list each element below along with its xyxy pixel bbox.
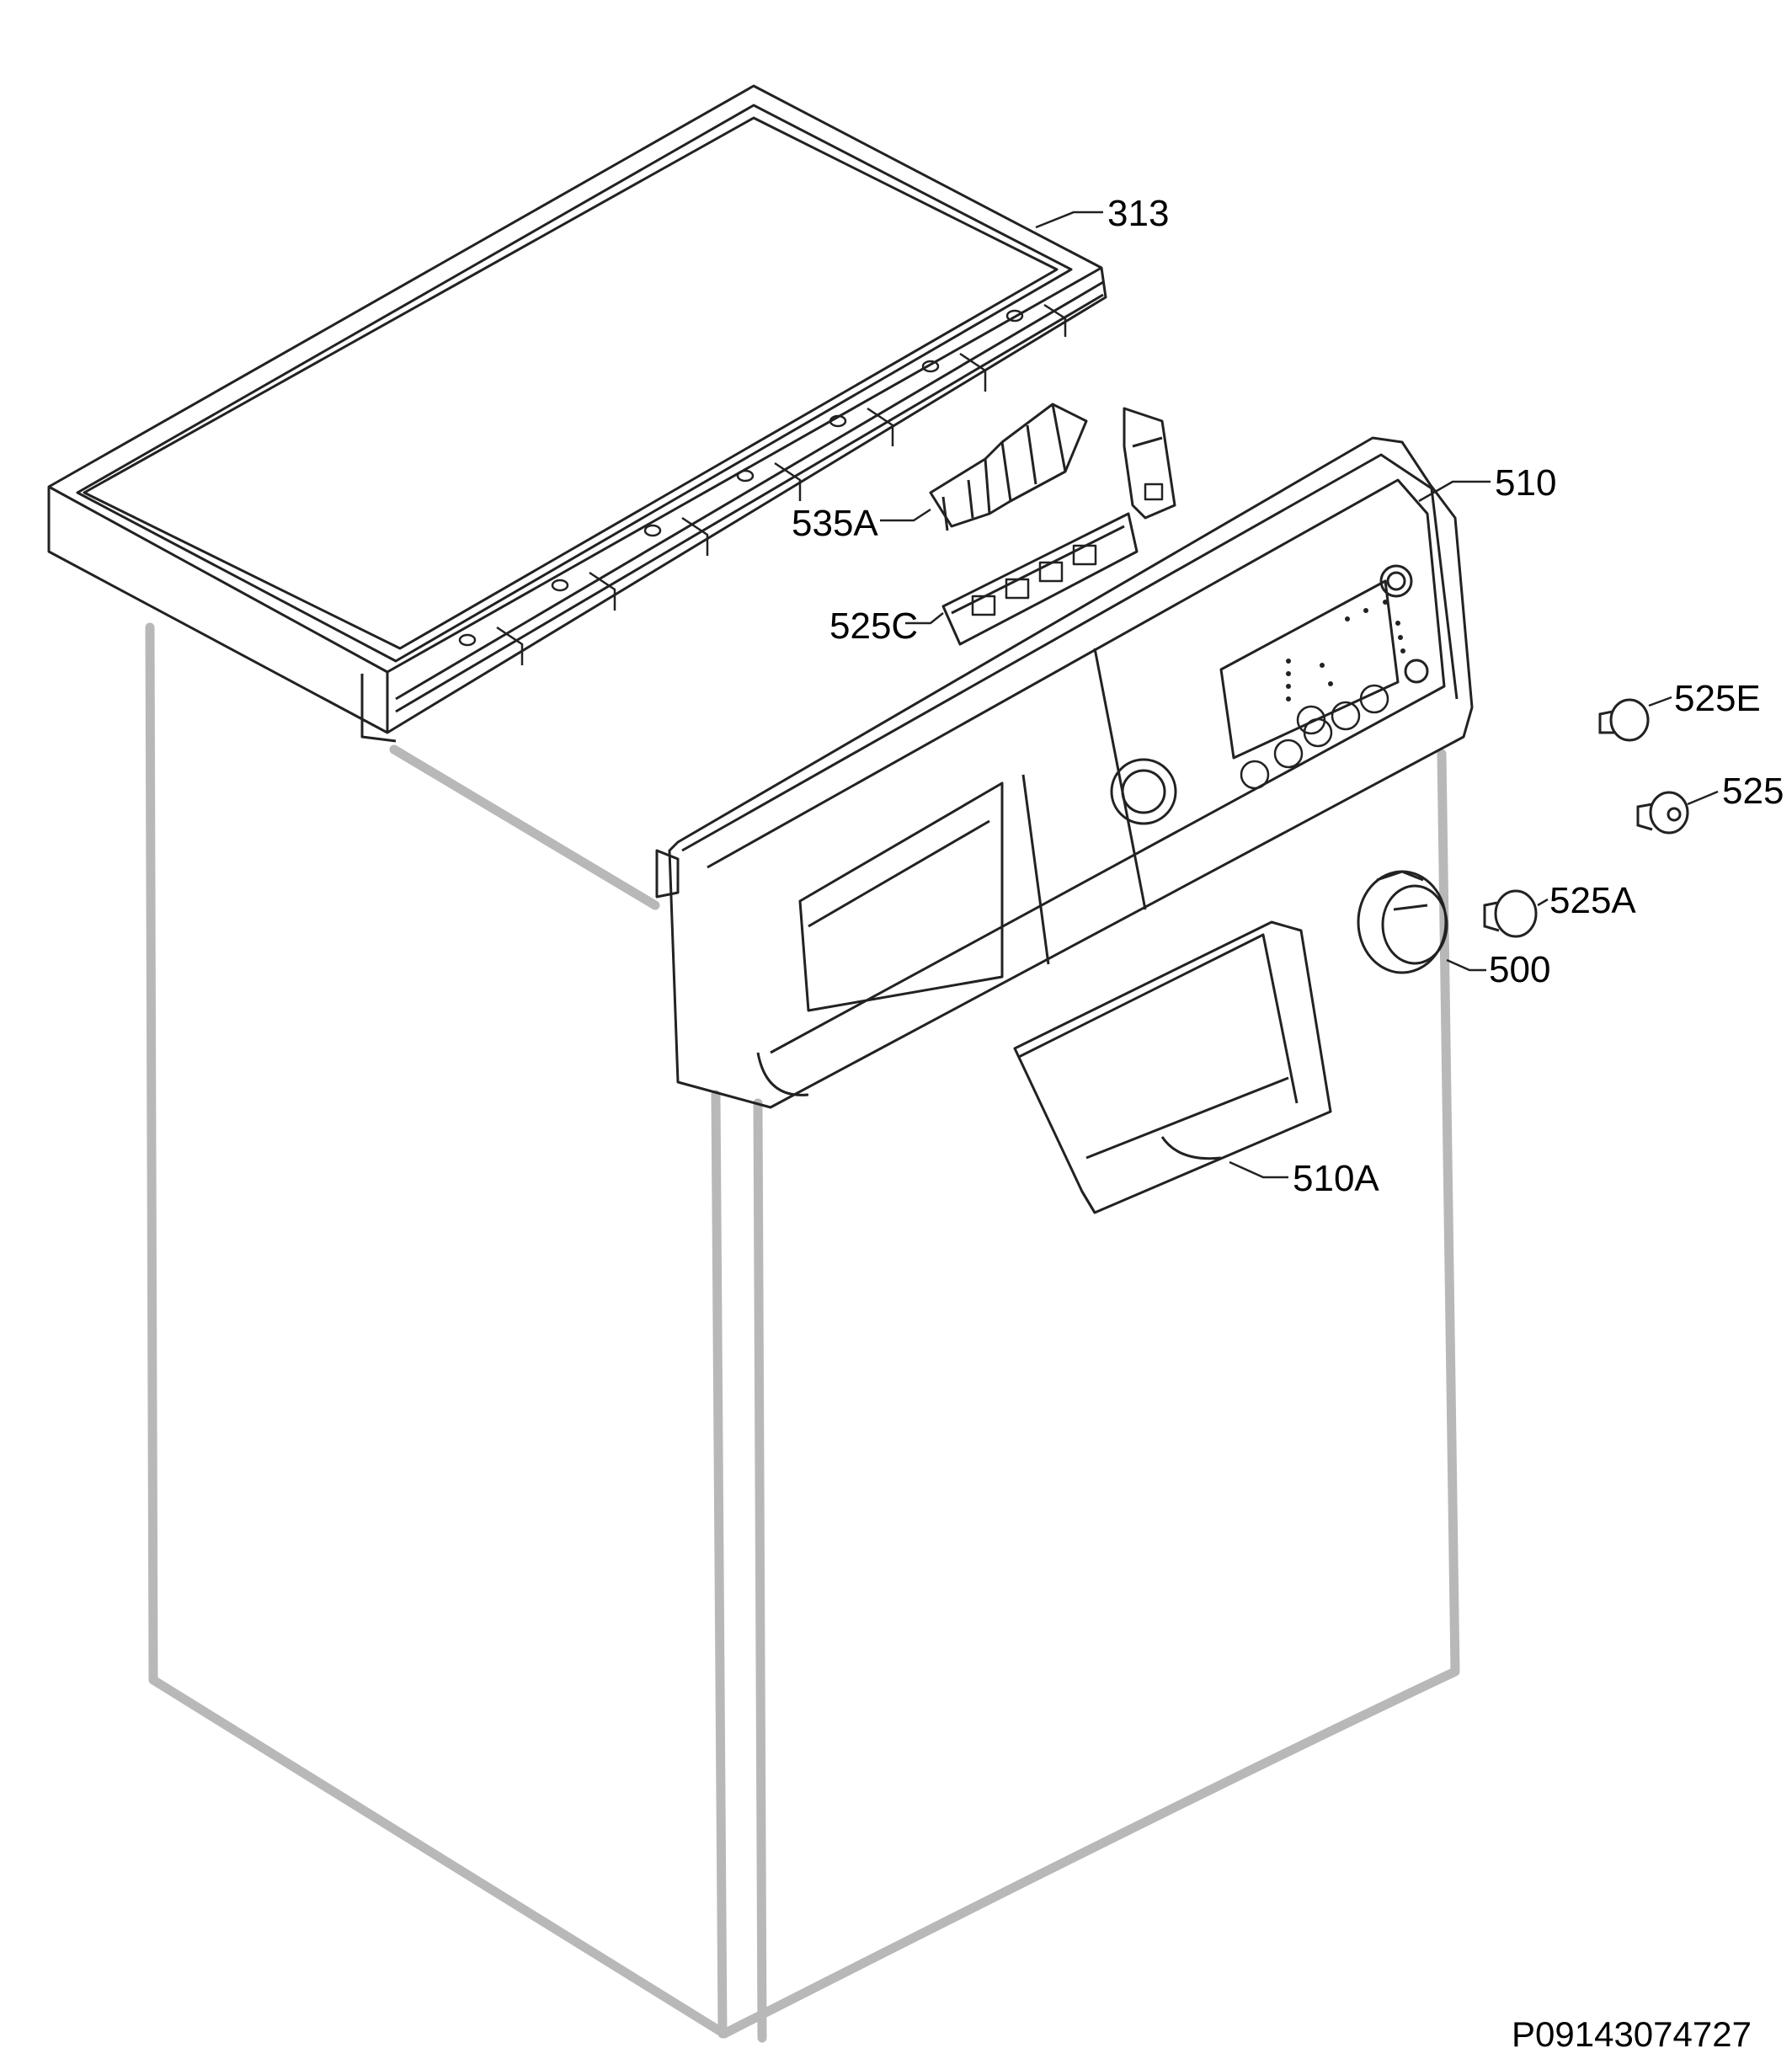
control-panel	[655, 436, 1474, 1109]
push-button-525E	[1598, 698, 1650, 742]
switch-holder	[941, 407, 1176, 646]
dispenser-handle	[1013, 920, 1332, 1214]
label-525E: 525E	[1674, 678, 1761, 719]
leader-lines	[880, 211, 1719, 1179]
push-button-525	[1636, 791, 1689, 835]
label-535A: 535A	[792, 503, 878, 544]
label-525A: 525A	[1549, 880, 1636, 921]
label-510A: 510A	[1293, 1158, 1379, 1199]
label-500: 500	[1489, 949, 1551, 990]
label-525: 525	[1722, 771, 1784, 812]
label-525C: 525C	[829, 605, 919, 647]
push-button-525A	[1483, 889, 1538, 938]
drawing-id: P09143074727	[1512, 2014, 1752, 2054]
switch-bracket	[929, 403, 1088, 531]
label-510: 510	[1495, 462, 1557, 504]
cabinet-body	[145, 622, 1460, 2043]
program-knob	[1357, 870, 1448, 974]
top-lid	[47, 84, 1107, 743]
label-313: 313	[1107, 193, 1170, 234]
